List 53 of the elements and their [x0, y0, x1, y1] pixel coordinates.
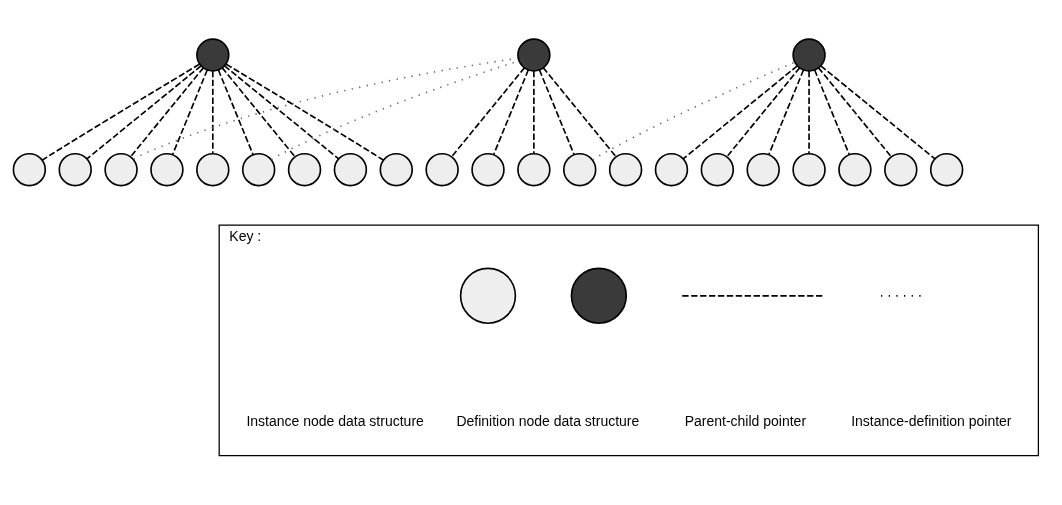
legend-label: Definition node data structure — [456, 412, 640, 429]
connector — [591, 61, 796, 161]
connector — [492, 69, 530, 156]
connector — [86, 65, 202, 160]
node-circle — [241, 152, 276, 187]
connector — [726, 67, 801, 158]
connector — [223, 65, 340, 160]
legend-label: Instance-definition pointer — [851, 412, 1012, 429]
node-circle — [471, 152, 505, 187]
node-circle — [562, 152, 597, 187]
connector — [808, 70, 810, 155]
node-circle — [196, 38, 230, 72]
connector — [450, 67, 526, 158]
node-circle — [884, 152, 918, 187]
connector — [813, 69, 851, 156]
node-circle — [58, 152, 92, 187]
connector — [538, 69, 575, 156]
node-circle — [150, 152, 184, 187]
connector — [768, 69, 805, 156]
connector — [542, 67, 617, 158]
node-circle — [379, 152, 413, 187]
connector — [221, 67, 296, 158]
connector — [225, 63, 385, 161]
node-circle — [12, 152, 47, 187]
connector — [129, 67, 205, 158]
connector — [212, 70, 214, 155]
connector — [682, 65, 799, 160]
node-circle — [425, 152, 459, 187]
node-circle — [517, 152, 551, 187]
node-circle — [196, 152, 230, 187]
node-circle — [700, 152, 735, 187]
node-circle — [333, 152, 368, 187]
node-circle — [792, 38, 826, 72]
node-circle — [104, 152, 138, 187]
node-circle — [929, 152, 964, 187]
connector — [132, 57, 519, 161]
connector — [817, 67, 893, 158]
node-circle — [792, 152, 826, 187]
node-circle — [459, 267, 517, 325]
node-circle — [838, 152, 872, 187]
connector — [533, 70, 535, 155]
connector — [171, 69, 208, 156]
node-circle — [570, 267, 628, 325]
node-circle — [608, 152, 643, 187]
legend-label: Parent-child pointer — [684, 412, 807, 429]
legend-label: Instance node data structure — [246, 412, 424, 429]
connector — [41, 63, 201, 161]
node-circle — [517, 38, 551, 72]
node-circle — [746, 152, 780, 187]
connector — [217, 69, 254, 156]
node-circle — [654, 152, 689, 187]
node-circle — [287, 152, 322, 187]
connector — [819, 65, 936, 160]
